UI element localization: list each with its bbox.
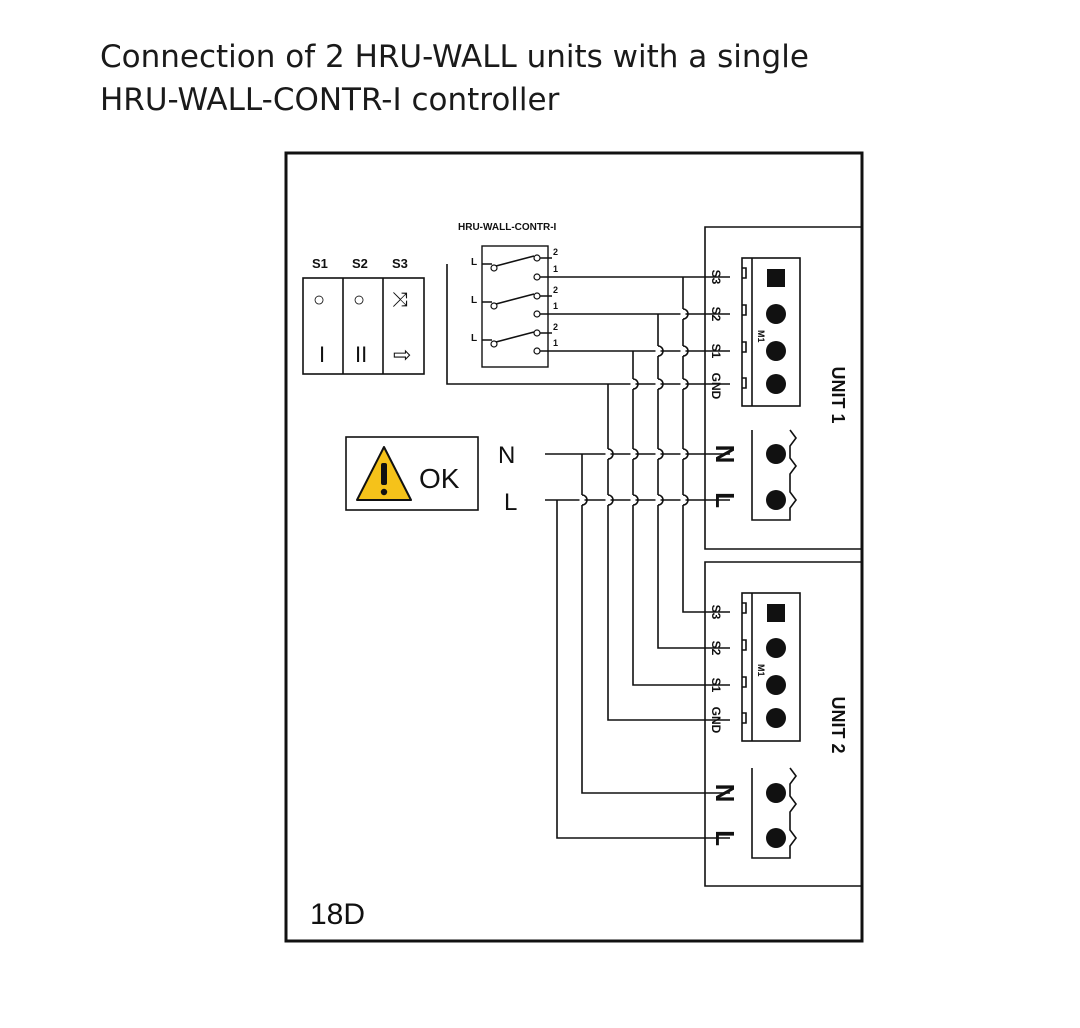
ok-label: OK bbox=[419, 463, 460, 494]
unit-2-gnd-label: GND bbox=[709, 707, 723, 734]
controller-relay: HRU-WALL-CONTR-I L L L 2 1 2 1 2 1 bbox=[458, 222, 558, 368]
contact-label-4: 1 bbox=[553, 301, 558, 311]
supply-n-label: N bbox=[498, 442, 515, 469]
unit-2-box bbox=[704, 561, 862, 887]
unit-1-connector-marker: M1 bbox=[756, 330, 766, 343]
unit-1-s2-label: S2 bbox=[709, 307, 723, 322]
contact-label-1: 2 bbox=[553, 247, 558, 257]
unit-2-connector-marker: M1 bbox=[756, 664, 766, 677]
contact-label-3: 2 bbox=[553, 285, 558, 295]
controller-label: HRU-WALL-CONTR-I bbox=[458, 222, 557, 233]
figure-id-label: 18D bbox=[310, 898, 365, 931]
unit-2-n-terminal-label: N bbox=[710, 784, 740, 803]
unit-1-n-terminal-label: N bbox=[710, 445, 740, 464]
s2-off-symbol: ○ bbox=[353, 289, 365, 311]
switch-header-s3: S3 bbox=[392, 256, 408, 271]
switch-header-s2: S2 bbox=[352, 256, 368, 271]
unit-1-connectors: S3 S2 S1 GND M1 N L UNIT 1 bbox=[709, 257, 848, 521]
relay-l-label-3: L bbox=[471, 333, 477, 344]
diagram-frame bbox=[284, 151, 864, 943]
unit-1-name: UNIT 1 bbox=[828, 366, 848, 423]
title-line-1: Connection of 2 HRU-WALL units with a si… bbox=[100, 39, 809, 75]
unit-1-l-terminal-label: L bbox=[710, 492, 740, 508]
power-wires bbox=[545, 453, 730, 839]
unit-1-box bbox=[704, 226, 862, 550]
relay-l-label-2: L bbox=[471, 295, 477, 306]
s1-off-symbol: ○ bbox=[313, 289, 325, 311]
s3-shuffle-icon: ⤨ bbox=[392, 289, 408, 311]
switch-header-s1: S1 bbox=[312, 256, 328, 271]
contact-label-2: 1 bbox=[553, 264, 558, 274]
switch-panel: S1 S2 S3 ○ ○ ⤨ I II ⇨ bbox=[302, 256, 425, 375]
contact-label-5: 2 bbox=[553, 322, 558, 332]
unit-1-s3-label: S3 bbox=[709, 270, 723, 285]
unit-2-s1-label: S1 bbox=[709, 678, 723, 693]
s2-speed-2-symbol: II bbox=[355, 342, 367, 367]
unit-1-gnd-label: GND bbox=[709, 373, 723, 400]
unit-2-l-terminal-label: L bbox=[710, 830, 740, 846]
warning-ok-box: OK bbox=[345, 436, 479, 511]
unit-2-connectors: S3 S2 S1 GND M1 N L UNIT 2 bbox=[709, 592, 848, 859]
unit-1-s1-label: S1 bbox=[709, 344, 723, 359]
s3-arrow-icon: ⇨ bbox=[393, 342, 411, 367]
unit-2-s2-label: S2 bbox=[709, 641, 723, 656]
unit-2-s3-label: S3 bbox=[709, 605, 723, 620]
title-line-2: HRU-WALL-CONTR-I controller bbox=[100, 82, 560, 118]
unit-2-name: UNIT 2 bbox=[828, 696, 848, 753]
contact-label-6: 1 bbox=[553, 338, 558, 348]
s1-speed-1-symbol: I bbox=[319, 342, 325, 367]
supply-l-label: L bbox=[504, 489, 517, 516]
control-wires bbox=[446, 264, 730, 721]
relay-l-label-1: L bbox=[471, 257, 477, 268]
crossover-bumps bbox=[579, 308, 689, 506]
